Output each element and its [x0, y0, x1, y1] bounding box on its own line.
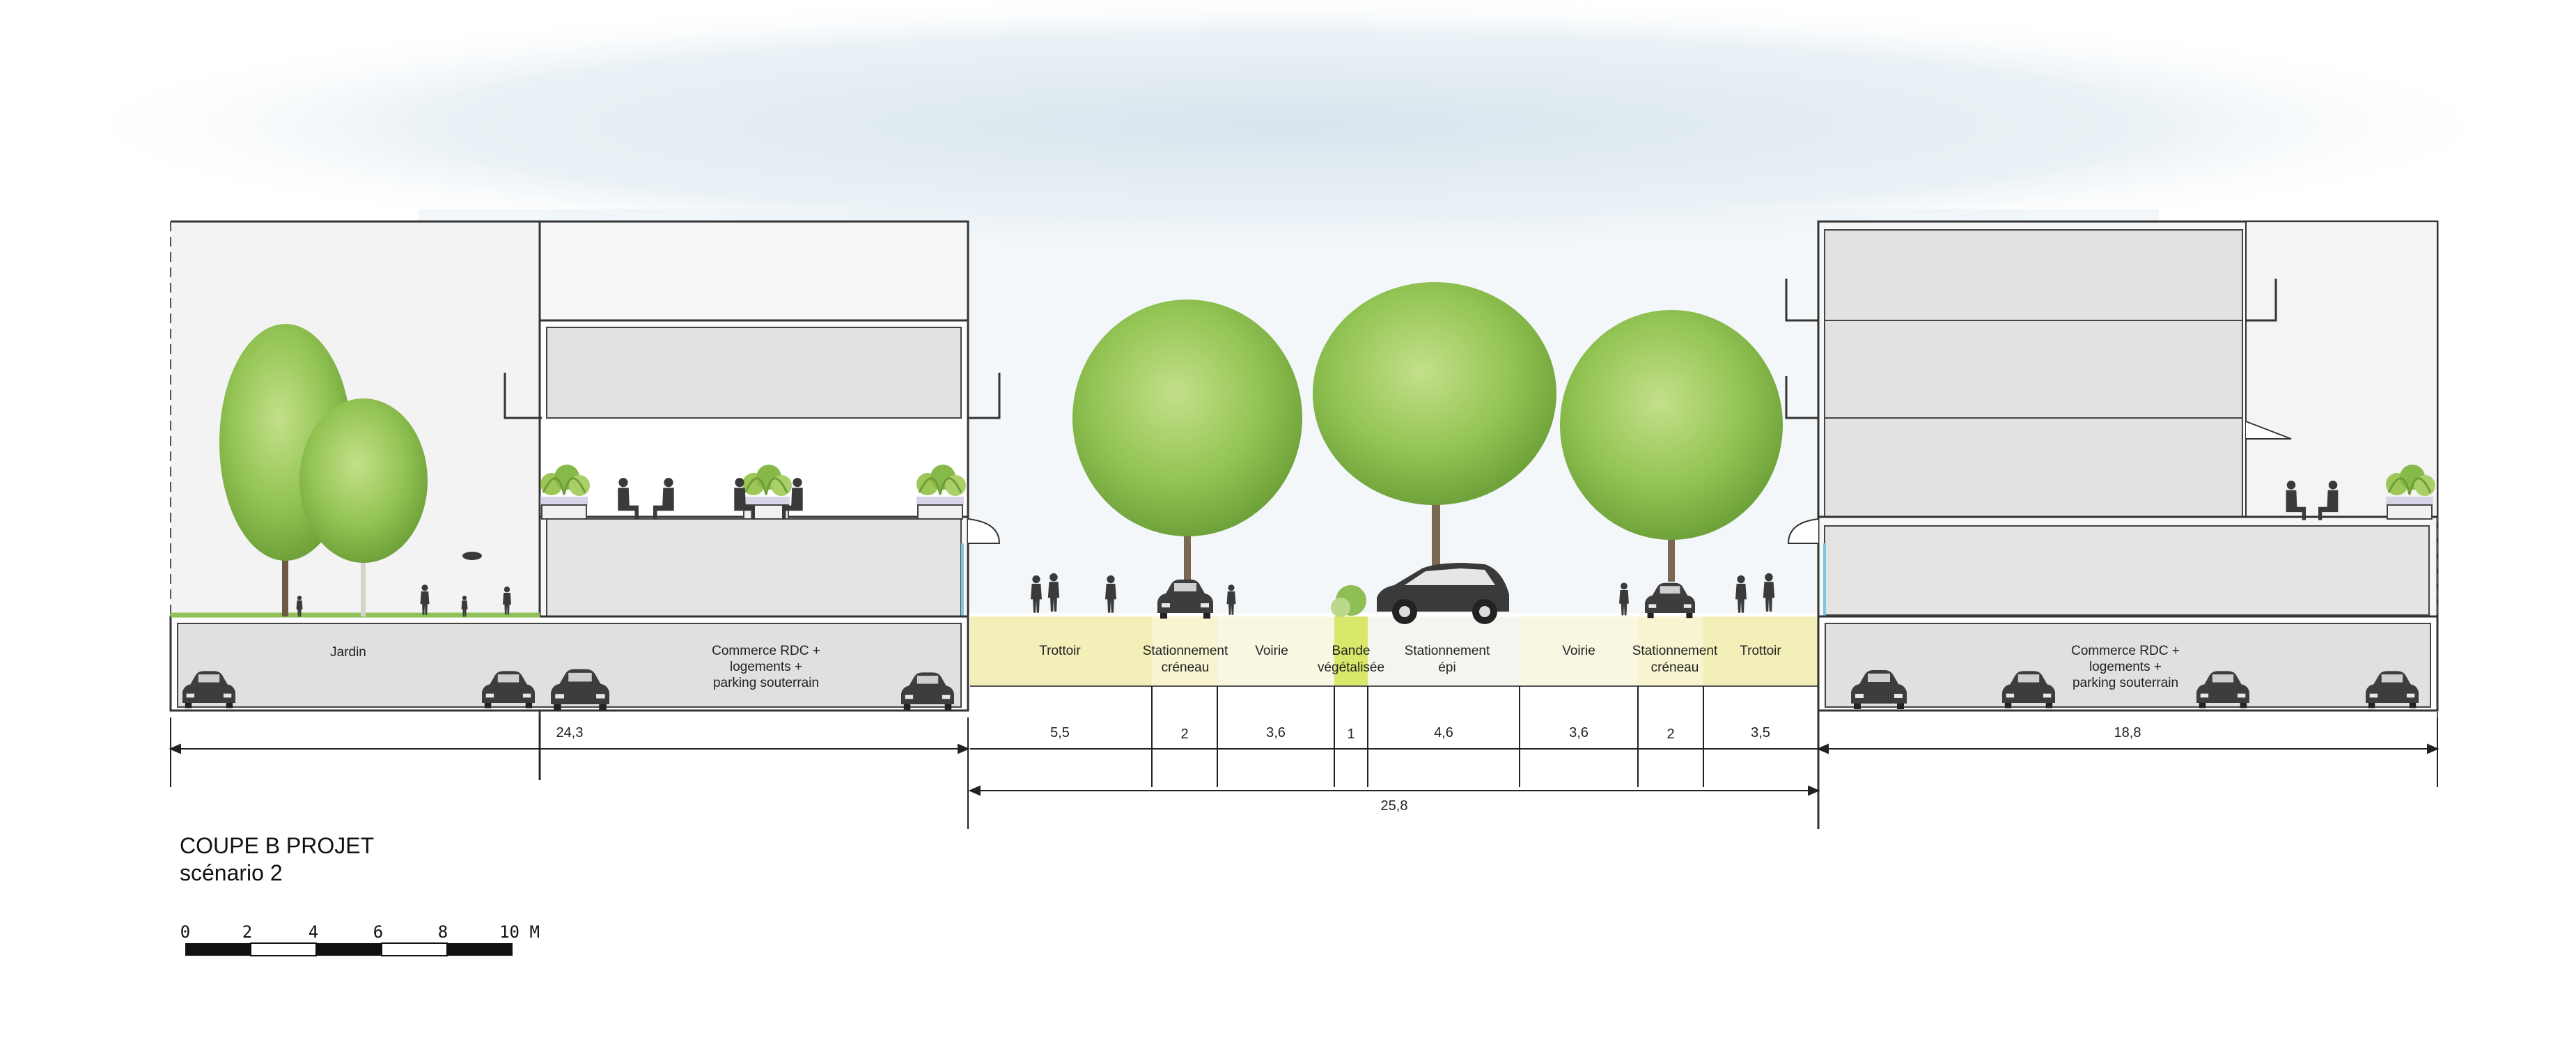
scale-bar [185, 942, 513, 956]
sky-backdrop [49, 0, 2528, 258]
dim-band-5: 4,6 [1434, 725, 1453, 740]
band-label-creneau-left-1: Stationnement [1143, 644, 1228, 658]
scale-tick-4: 4 [309, 922, 318, 942]
right-commerce-label-1: Commerce RDC + [2071, 644, 2180, 658]
dim-band-2: 2 [1180, 727, 1188, 742]
garden-label: Jardin [330, 645, 366, 660]
band-label-vegetalisee-1: Bande [1332, 644, 1371, 658]
left-commerce-label-1: Commerce RDC + [712, 644, 820, 658]
band-label-creneau-left-2: créneau [1162, 660, 1210, 675]
dim-band-3: 3,6 [1266, 725, 1286, 740]
drawing-subtitle: scénario 2 [180, 860, 283, 885]
band-label-creneau-right-1: Stationnement [1632, 644, 1718, 658]
dim-left-total: 24,3 [556, 725, 584, 740]
band-label-creneau-right-2: créneau [1651, 660, 1699, 675]
band-label-epi-2: épi [1438, 660, 1455, 675]
band-label-trottoir-left: Trottoir [1039, 644, 1081, 658]
dim-right-total: 18,8 [2114, 725, 2141, 740]
right-building [1785, 220, 2439, 829]
scale-tick-0: 0 [180, 922, 190, 942]
dimension-lines [169, 686, 2440, 829]
dim-band-7: 2 [1666, 727, 1674, 742]
dim-band-1: 5,5 [1050, 725, 1070, 740]
scale-tick-8: 8 [438, 922, 448, 942]
left-commerce-label-2: logements + [730, 660, 802, 674]
garden-people [296, 552, 511, 617]
street-cars [1157, 563, 1695, 624]
left-garden-trees [219, 324, 428, 616]
dim-band-4: 1 [1347, 727, 1355, 742]
band-label-voirie-right: Voirie [1562, 644, 1595, 658]
scale-tick-6: 6 [373, 922, 383, 942]
street-surface [970, 616, 1818, 687]
band-label-voirie-left: Voirie [1255, 644, 1288, 658]
dim-band-6: 3,6 [1569, 725, 1588, 740]
right-commerce-label-2: logements + [2089, 660, 2162, 674]
dim-band-8: 3,5 [1751, 725, 1770, 740]
band-label-epi-1: Stationnement [1405, 644, 1490, 658]
band-label-vegetalisee-2: végétalisée [1318, 660, 1384, 675]
right-commerce-label-3: parking souterrain [2072, 676, 2178, 690]
scale-tick-2: 2 [242, 922, 252, 942]
drawing-title: COUPE B PROJET [180, 833, 374, 858]
band-label-trottoir-right: Trottoir [1740, 644, 1781, 658]
street-trees [1072, 282, 1783, 617]
scale-end-label: 10 M [499, 922, 540, 942]
dim-street-total: 25,8 [1381, 798, 1408, 814]
left-commerce-label-3: parking souterrain [713, 676, 819, 690]
